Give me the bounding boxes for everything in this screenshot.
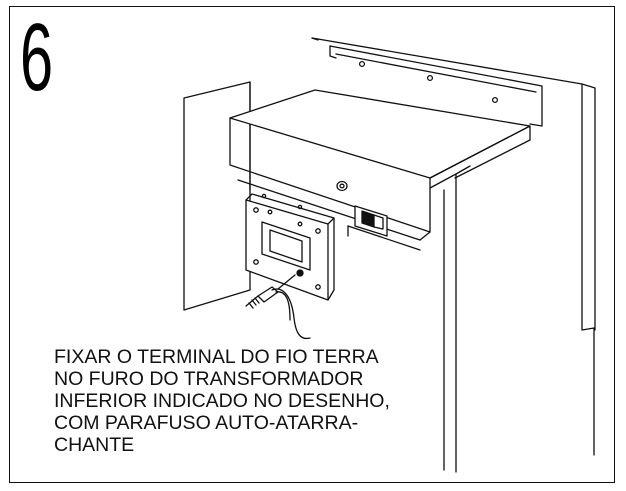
switch-icon — [354, 205, 388, 237]
top-rail — [329, 45, 543, 127]
diagram-frame — [9, 6, 615, 483]
instruction-line: INFERIOR INDICADO NO DESENHO, — [54, 390, 390, 412]
cabinet-outline — [311, 37, 596, 456]
drawer-body — [229, 89, 531, 251]
transformer-bracket — [245, 193, 335, 301]
instruction-line: NO FURO DO TRANSFORMADOR — [54, 368, 364, 390]
instruction-line: COM PARAFUSO AUTO-ATARRA- — [54, 412, 359, 434]
ground-wire-icon — [271, 288, 311, 340]
instruction-text: FIXAR O TERMINAL DO FIO TERRA NO FURO DO… — [54, 346, 474, 456]
step-number: 6 — [20, 4, 53, 111]
knob-icon — [336, 180, 348, 192]
instruction-line: CHANTE — [54, 434, 135, 456]
right-panel — [429, 165, 471, 473]
instruction-line: FIXAR O TERMINAL DO FIO TERRA — [54, 346, 379, 368]
